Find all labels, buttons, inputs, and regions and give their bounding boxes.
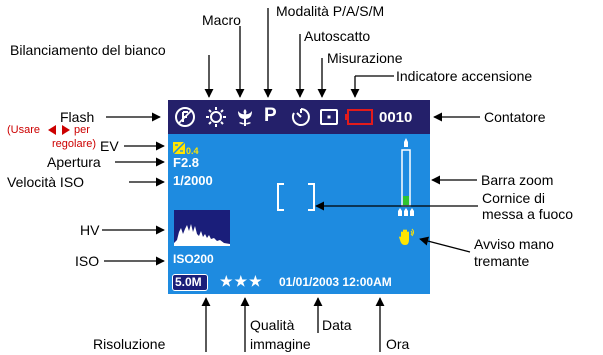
flash-off-icon bbox=[175, 107, 195, 127]
ev-value: 0.4 bbox=[186, 146, 199, 156]
hand-shake-icon bbox=[399, 228, 414, 245]
label-ev-hint-1: (Usare bbox=[7, 124, 41, 136]
sun-icon bbox=[206, 107, 226, 127]
camera-lcd-screen: P 0010 0.4 F2.8 1/2000 bbox=[168, 100, 430, 294]
label-white-balance: Bilanciamento del bianco bbox=[10, 42, 166, 58]
label-time: Ora bbox=[386, 336, 410, 352]
label-ev: EV bbox=[100, 138, 119, 154]
label-flash: Flash bbox=[60, 109, 95, 125]
macro-flower-icon bbox=[238, 109, 252, 126]
quality-stars: ★★★ bbox=[220, 273, 264, 289]
label-hv: HV bbox=[80, 222, 100, 238]
label-ev-hint-2: per bbox=[74, 124, 90, 136]
ev-icon bbox=[173, 142, 185, 154]
label-counter: Contatore bbox=[484, 109, 546, 125]
label-power: Indicatore accensione bbox=[396, 68, 533, 84]
label-quality-2: immagine bbox=[250, 336, 311, 352]
right-arrow-icon bbox=[62, 125, 70, 135]
label-aperture: Apertura bbox=[47, 154, 101, 170]
focus-frame bbox=[277, 183, 315, 211]
self-timer-icon bbox=[291, 108, 310, 126]
aperture-value: F2.8 bbox=[173, 155, 200, 170]
label-focus-2: messa a fuoco bbox=[482, 206, 574, 222]
label-shake-1: Avviso mano bbox=[474, 236, 554, 252]
mode-letter: P bbox=[264, 105, 277, 126]
label-self-timer: Autoscatto bbox=[304, 28, 371, 44]
label-zoom: Barra zoom bbox=[481, 172, 554, 188]
label-shake-2: tremante bbox=[474, 253, 530, 269]
label-metering: Misurazione bbox=[327, 50, 403, 66]
label-macro: Macro bbox=[202, 12, 241, 28]
label-resolution: Risoluzione bbox=[93, 336, 166, 352]
resolution-value: 5.0M bbox=[175, 275, 202, 289]
label-mode: Modalità P/A/S/M bbox=[276, 3, 385, 19]
metering-icon bbox=[320, 109, 338, 125]
zoom-bar bbox=[398, 138, 414, 216]
shutter-speed-value: 1/2000 bbox=[173, 173, 213, 188]
date-time: 01/01/2003 12:00AM bbox=[279, 275, 392, 289]
histogram bbox=[174, 210, 230, 246]
label-quality-1: Qualità bbox=[250, 317, 295, 333]
label-iso-speed: Velocità ISO bbox=[7, 174, 85, 190]
resolution-badge bbox=[172, 274, 208, 291]
iso-value: ISO200 bbox=[173, 252, 214, 266]
label-ev-hint-3: regolare) bbox=[52, 138, 97, 150]
label-date: Data bbox=[322, 317, 352, 333]
label-iso: ISO bbox=[75, 253, 100, 269]
label-focus-1: Cornice di bbox=[482, 190, 546, 206]
shot-counter: 0010 bbox=[379, 109, 413, 126]
left-arrow-icon bbox=[48, 125, 56, 135]
battery-icon bbox=[345, 109, 373, 125]
